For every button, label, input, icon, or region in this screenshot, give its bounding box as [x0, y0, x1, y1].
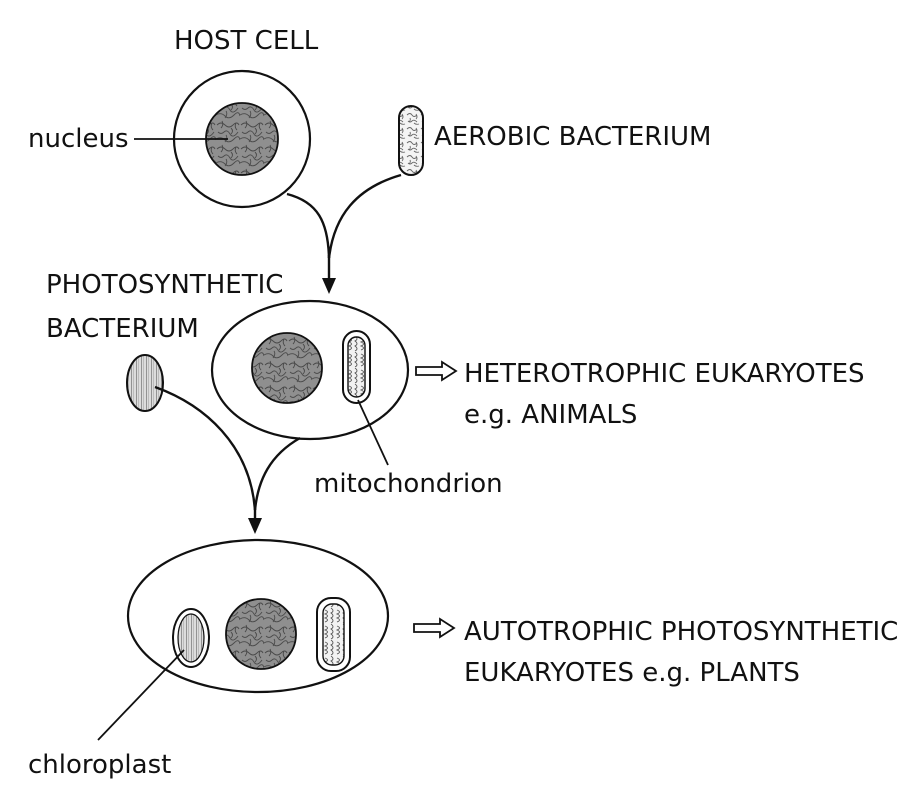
- merge-curve-right-1: [327, 173, 402, 259]
- host-cell: [172, 69, 312, 209]
- heterotrophic-cell: [210, 299, 410, 441]
- nucleus-label: nucleus: [28, 124, 129, 154]
- merge-curve-left-2: [154, 385, 257, 511]
- arrow-head-2: [248, 518, 262, 534]
- heterotrophic-cell-nucleus: [251, 332, 323, 404]
- autotrophic-mitochondrion-inner: [322, 603, 345, 666]
- autotrophic-cell: [126, 538, 390, 694]
- mitochondrion-label: mitochondrion: [314, 469, 503, 499]
- photosynthetic-label-line1: PHOTOSYNTHETIC: [46, 270, 283, 300]
- autotrophic-label-line2: EUKARYOTES e.g. PLANTS: [464, 658, 800, 688]
- merge-curve-left-1: [286, 192, 331, 259]
- mitochondrion-inner: [347, 336, 366, 398]
- aerobic-bacterium-label: AEROBIC BACTERIUM: [434, 122, 712, 152]
- heterotrophic-label-line2: e.g. ANIMALS: [464, 400, 637, 430]
- mitochondrion-leader-line: [357, 399, 389, 466]
- host-cell-label: HOST CELL: [174, 26, 319, 56]
- autotrophic-label-line1: AUTOTROPHIC PHOTOSYNTHETIC: [464, 617, 898, 647]
- merge-curve-right-2: [253, 436, 301, 511]
- aerobic-bacterium-shape: [398, 105, 424, 176]
- chloroplast-leader-line: [97, 649, 185, 741]
- hollow-arrow-2: [413, 617, 456, 639]
- autotrophic-cell-nucleus: [225, 598, 297, 670]
- hollow-arrow-1: [415, 360, 458, 382]
- heterotrophic-label-line1: HETEROTROPHIC EUKARYOTES: [464, 359, 865, 389]
- photosynthetic-label-line2: BACTERIUM: [46, 314, 199, 344]
- arrow-head-1: [322, 278, 336, 294]
- chloroplast-inner: [177, 613, 205, 663]
- photosynthetic-bacterium-shape: [126, 354, 164, 412]
- chloroplast-label: chloroplast: [28, 750, 171, 780]
